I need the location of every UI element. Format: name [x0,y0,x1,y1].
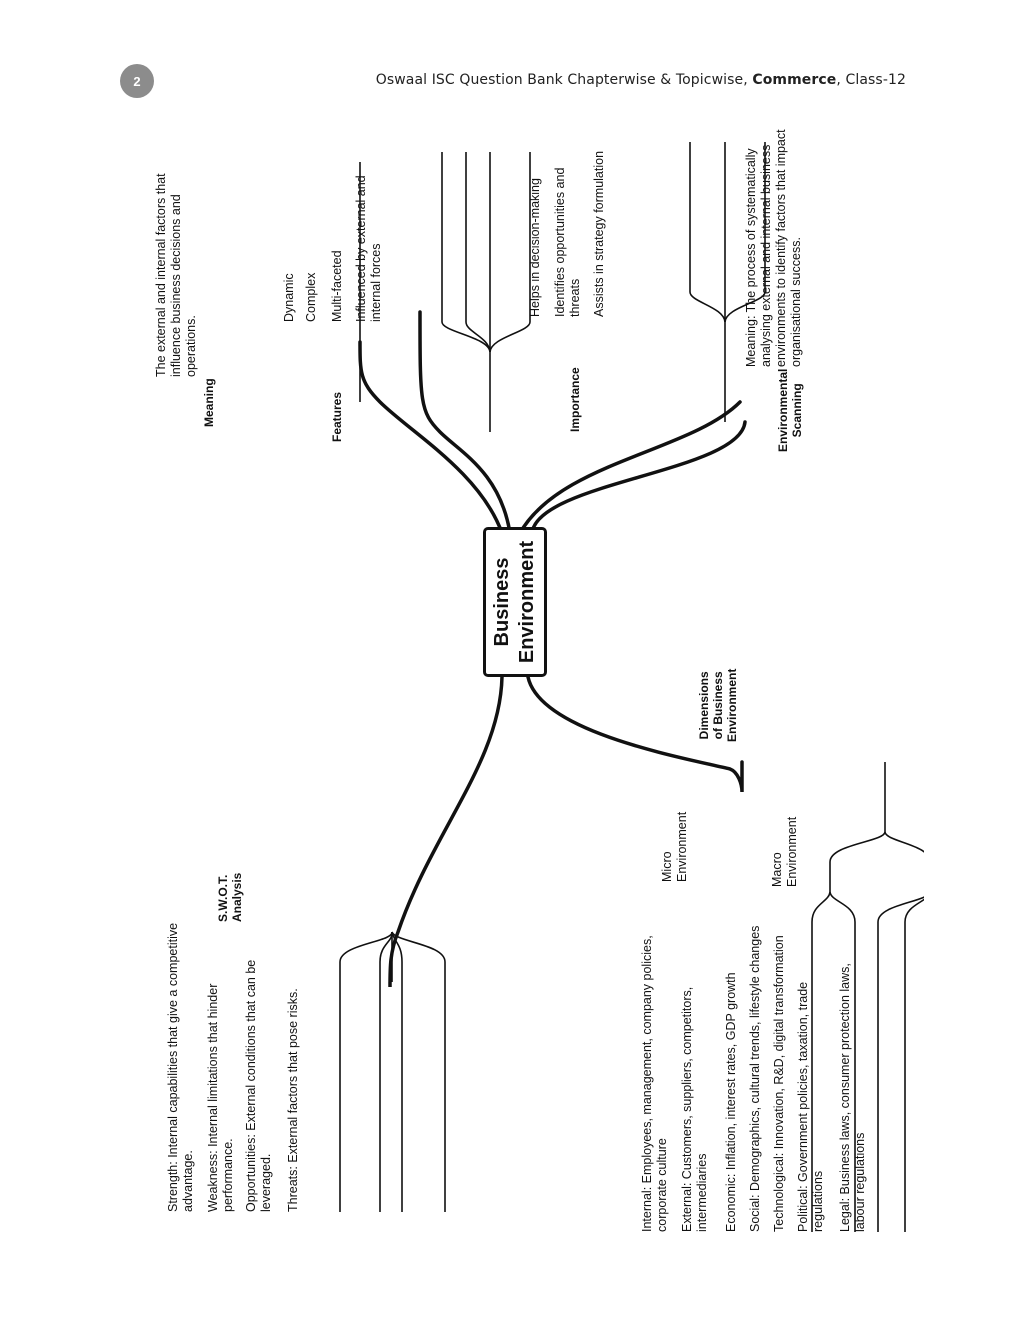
macro-item-legal: Legal: Business laws, consumer protectio… [838,963,867,1232]
page-number-badge: 2 [120,64,154,98]
macro-item-political: Political: Government policies, taxation… [796,981,825,1232]
dimensions-label: Dimensions of Business Environment [697,669,739,742]
importance-item: Assists in strategy formulation [592,150,606,317]
branch-dimensions [526,675,744,793]
swot-label: S.W.O.T. Analysis [216,873,244,922]
micro-environment-label: Micro Environment [660,812,690,882]
dimensions-label-line1: Dimensions [697,671,711,740]
book-title-header: Oswaal ISC Question Bank Chapterwise & T… [376,72,906,88]
feature-item: Multi-faceted [330,250,344,322]
feature-item: Complex [304,272,318,322]
importance-item: Identifies opportunities and threats [553,167,582,317]
macro-item-economic: Economic: Inflation, interest rates, GDP… [724,972,738,1232]
macro-label-line2: Environment [785,816,799,887]
branch-features [418,310,512,535]
macro-environment-label: Macro Environment [770,817,800,887]
header-title-bold: Commerce [752,72,837,88]
micro-item-internal: Internal: Employees, management, company… [640,935,669,1232]
mind-map: Business Environment Meaning The externa… [140,97,924,1262]
importance-item: Helps in decision-making [528,178,542,317]
feature-item: Dynamic [282,273,296,322]
branch-meaning [358,340,504,535]
macro-item-social: Social: Demographics, cultural trends, l… [748,925,762,1232]
scanning-label-line2: Scanning [790,383,804,438]
swot-label-line1: S.W.O.T. [216,874,230,922]
micro-label-line2: Environment [675,811,689,882]
feature-item: Influenced by external and internal forc… [354,175,383,322]
swot-item-strength: Strength: Internal capabilities that giv… [166,922,195,1212]
macro-label-line1: Macro [770,852,784,887]
header-title-suffix: , Class-12 [836,72,906,88]
scanning-text: Meaning: The process of systematically a… [744,129,803,367]
scanning-label-line1: Environmental [776,368,790,452]
swot-label-line2: Analysis [230,872,244,922]
dimensions-label-line2: of Business [711,671,725,740]
header-title-prefix: Oswaal ISC Question Bank Chapterwise & T… [375,72,748,88]
features-label: Features [330,391,344,442]
swot-item-opportunities: Opportunities: External conditions that … [244,959,273,1212]
importance-label: Importance [568,367,582,432]
micro-item-external: External: Customers, suppliers, competit… [680,986,709,1232]
dimensions-label-line3: Environment [725,668,739,742]
meaning-label: Meaning [202,378,216,427]
scanning-label: Environmental Scanning [776,369,804,452]
central-topic-line1: Business [491,557,513,647]
branch-scanning [518,400,742,535]
branch-importance [530,420,747,535]
central-topic-line2: Environment [516,540,538,664]
branch-swot [388,675,504,988]
meaning-text: The external and internal factors that i… [154,173,198,377]
micro-label-line1: Micro [660,851,674,882]
swot-item-threats: Threats: External factors that pose risk… [286,988,300,1212]
central-topic-box: Business Environment [483,527,547,677]
mind-map-connectors [339,142,924,1232]
swot-item-weakness: Weakness: Internal limitations that hind… [206,983,235,1212]
macro-item-technological: Technological: Innovation, R&D, digital … [772,935,786,1232]
